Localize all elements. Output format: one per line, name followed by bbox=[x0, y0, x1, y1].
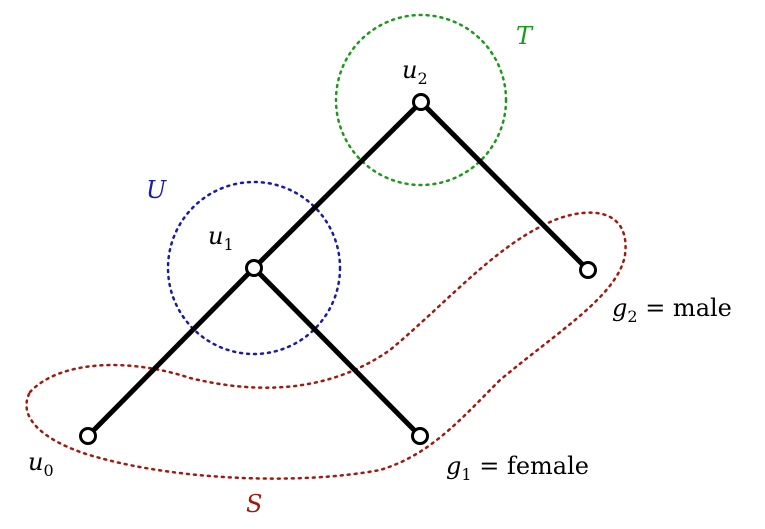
node-u2 bbox=[412, 93, 430, 111]
label-U: U bbox=[146, 176, 167, 204]
region-U bbox=[166, 180, 342, 356]
label-g2: g2 = male bbox=[612, 294, 732, 326]
node-u0 bbox=[79, 427, 97, 445]
tree-edges bbox=[85, 99, 591, 439]
label-T: T bbox=[516, 22, 534, 50]
node-g1 bbox=[411, 427, 429, 445]
region-S bbox=[25, 211, 627, 480]
region-T bbox=[334, 13, 508, 187]
edge-u1-g1 bbox=[251, 265, 423, 439]
node-u1 bbox=[245, 259, 263, 277]
label-u2: u2 bbox=[402, 56, 428, 88]
label-S: S bbox=[246, 490, 262, 518]
label-u1: u1 bbox=[208, 222, 234, 254]
label-g1: g1 = female bbox=[446, 452, 589, 484]
edge-u2-g2 bbox=[418, 99, 591, 273]
label-u0: u0 bbox=[28, 448, 54, 480]
edge-u2-u1 bbox=[251, 99, 424, 271]
node-g2 bbox=[579, 261, 597, 279]
edge-u1-u0 bbox=[85, 265, 257, 439]
